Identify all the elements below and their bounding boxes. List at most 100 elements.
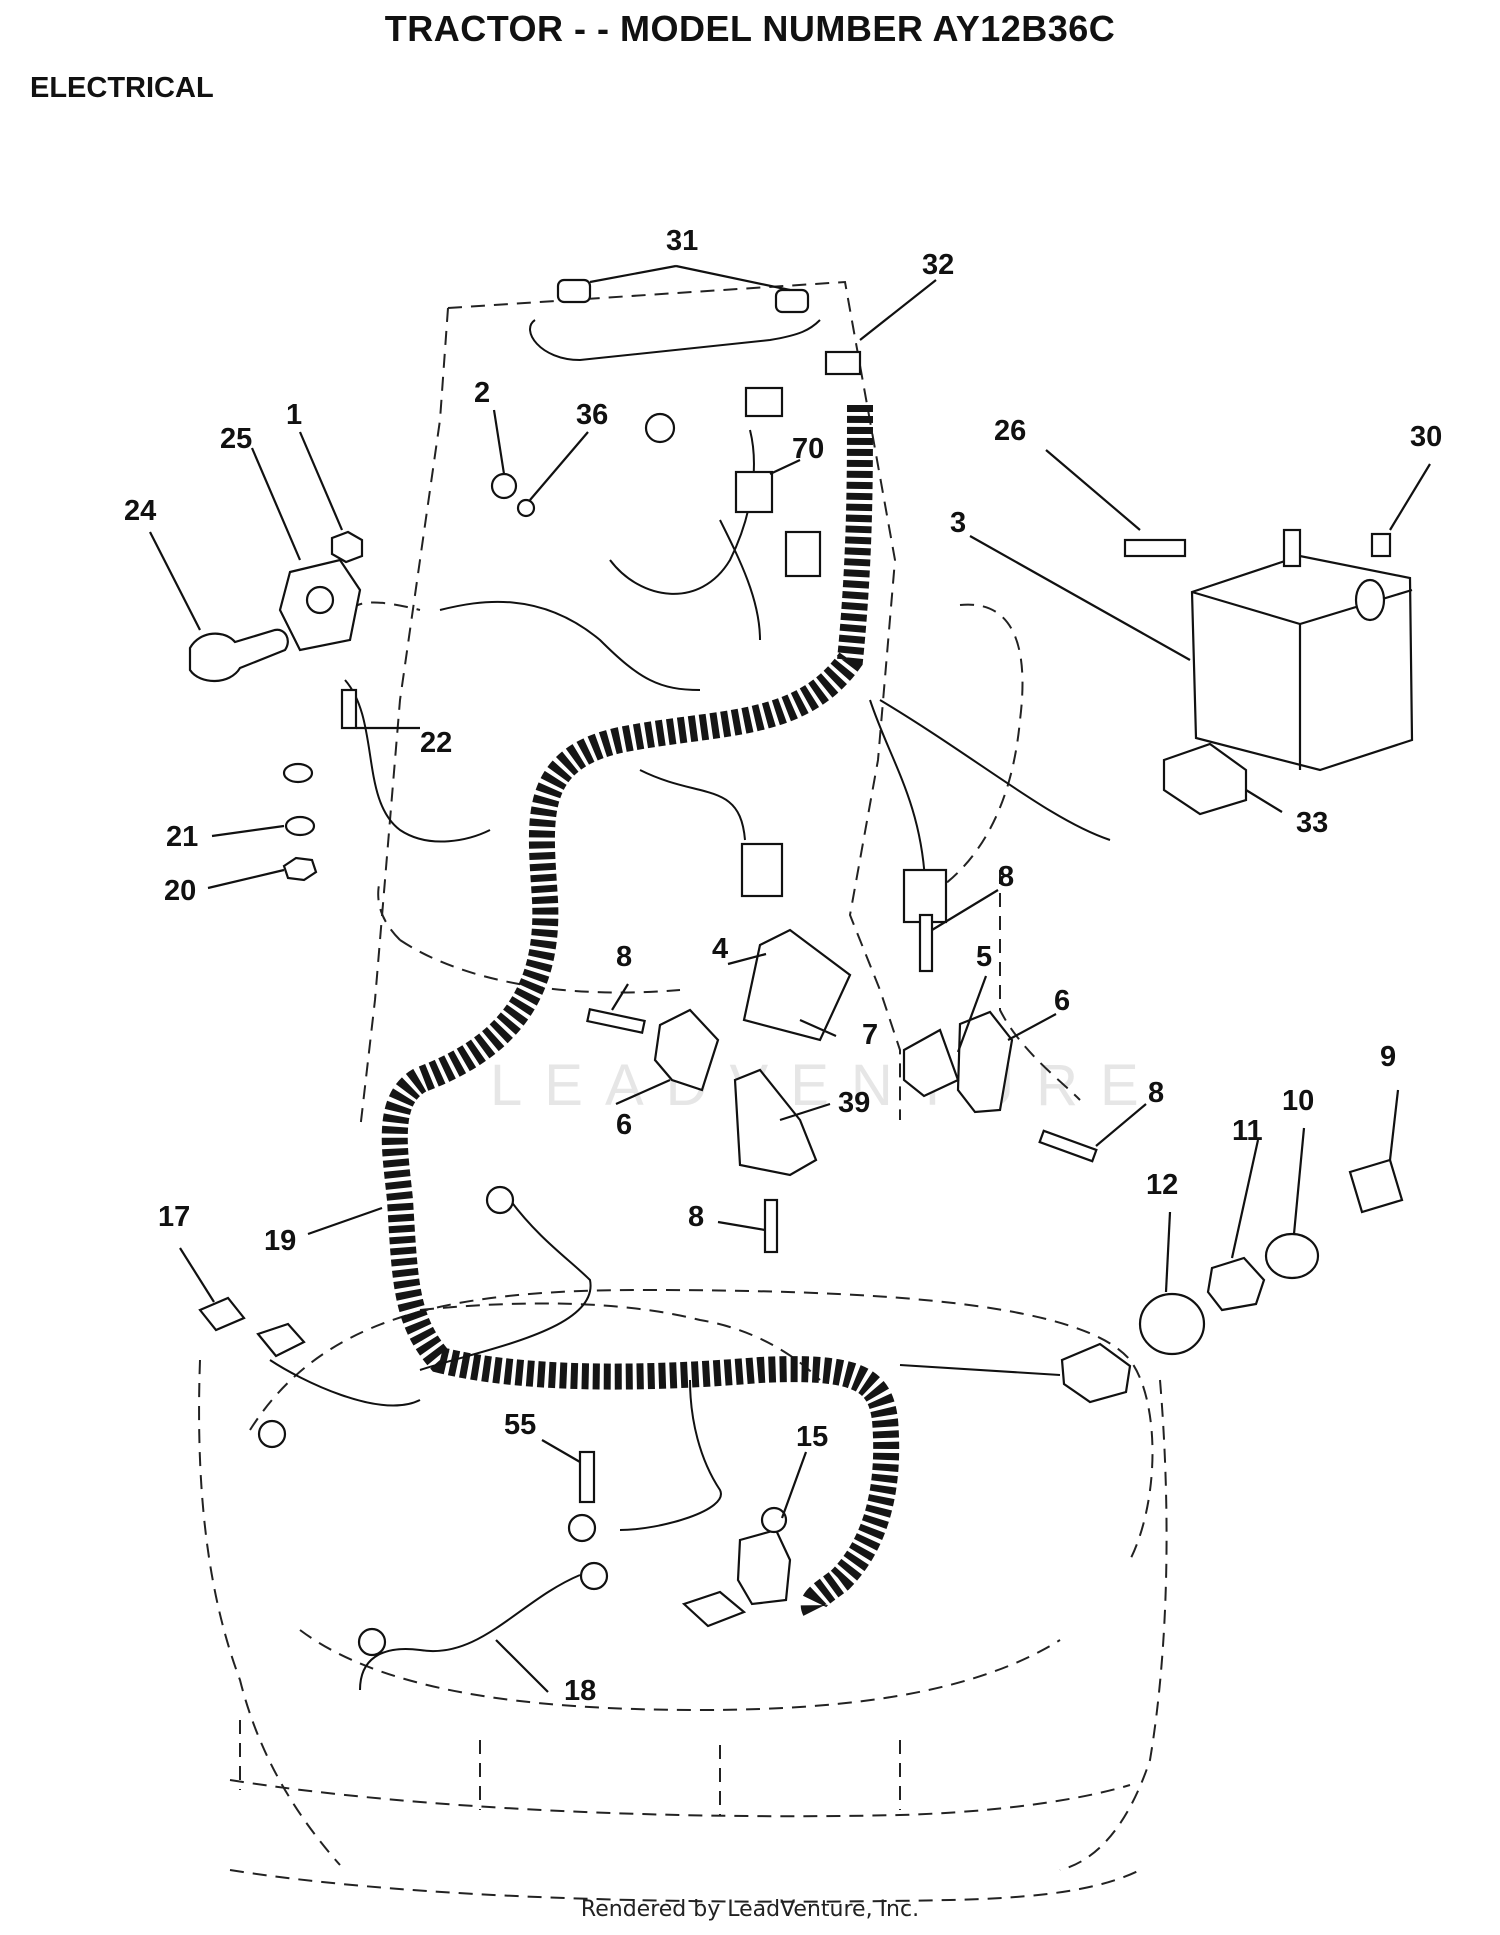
battery-bolt <box>1123 538 1187 558</box>
callout-30: 30 <box>1410 421 1442 453</box>
switch-bracket-5 <box>902 1028 960 1098</box>
wire-ground-lead <box>419 1199 592 1371</box>
callout-6-left: 6 <box>616 1109 632 1141</box>
fuse-holder-socket <box>256 1322 306 1358</box>
callout-20: 20 <box>164 875 196 907</box>
deck-outline-bottom <box>229 1779 1131 1818</box>
callout-25: 25 <box>220 423 252 455</box>
interlock-switch-left <box>653 1008 720 1092</box>
tractor-outline <box>198 280 1168 1903</box>
seat-switch-plunger <box>760 1506 788 1534</box>
ring-terminal-18-upper <box>579 1561 609 1591</box>
parts <box>188 278 1414 1657</box>
deck-outline-upper <box>249 1288 1154 1561</box>
seat-outline <box>419 1302 821 1381</box>
ring-terminal-19 <box>485 1185 515 1215</box>
callout-70: 70 <box>792 433 824 465</box>
bolt-8-left <box>586 1008 646 1034</box>
footer-credit: Rendered by LeadVenture, Inc. <box>580 1897 920 1922</box>
wire-left-lead <box>269 1359 421 1407</box>
callout-24: 24 <box>124 495 156 527</box>
deck-outline-right <box>1059 1379 1168 1871</box>
callout-1: 1 <box>286 399 302 431</box>
wire-ignition <box>899 1364 1061 1376</box>
callout-22: 22 <box>420 727 452 759</box>
deck-outline-base <box>229 1869 1141 1903</box>
lock-washer <box>284 815 316 837</box>
hood-outline-right <box>447 280 901 1120</box>
callout-11: 11 <box>1232 1115 1263 1147</box>
mounting-bracket-7 <box>742 928 852 1042</box>
callout-9: 9 <box>1380 1041 1396 1073</box>
callout-12: 12 <box>1146 1169 1178 1201</box>
callout-2: 2 <box>474 377 490 409</box>
headlight-bulb-right <box>774 288 810 314</box>
lock-washer-21 <box>282 762 314 784</box>
connector-right-module <box>902 868 948 924</box>
connector-upper-right <box>784 530 822 578</box>
callout-18: 18 <box>564 1675 596 1707</box>
callout-6-right: 6 <box>1054 985 1070 1017</box>
switch-cover-nut <box>1264 1232 1320 1280</box>
ignition-key <box>1348 1158 1404 1214</box>
callout-5: 5 <box>976 941 992 973</box>
callout-36: 36 <box>576 399 608 431</box>
fender-outline-right <box>999 870 1081 1101</box>
star-lockwasher <box>516 498 536 518</box>
callout-39: 39 <box>838 1087 870 1119</box>
terminal-boot <box>188 628 289 683</box>
callout-8-right: 8 <box>1148 1077 1164 1109</box>
deck-outline-ribs <box>239 1720 901 1815</box>
callout-4: 4 <box>712 933 728 965</box>
callout-55: 55 <box>504 1409 536 1441</box>
solenoid-screw <box>340 688 358 730</box>
connector-70-top <box>744 386 784 418</box>
callout-26: 26 <box>994 415 1026 447</box>
callout-15: 15 <box>796 1421 828 1453</box>
harness-coil <box>381 404 900 1616</box>
fuse-holder <box>198 1296 246 1332</box>
ring-terminal-55 <box>567 1513 597 1543</box>
wire-right-branch <box>879 699 1111 841</box>
callout-3: 3 <box>950 507 966 539</box>
ring-terminal-left <box>257 1419 287 1449</box>
hex-nut-1 <box>330 530 364 564</box>
interlock-switch-right <box>956 1010 1014 1114</box>
wire-upper-connectors <box>609 429 761 641</box>
connector-left-module <box>740 842 784 898</box>
page-title: TRACTOR - - MODEL NUMBER AY12B36C <box>384 8 1116 49</box>
rocker-switch <box>1162 742 1248 816</box>
battery-terminal-post-right <box>1354 578 1386 622</box>
seat-switch-connector <box>681 1590 747 1628</box>
hood-outline-left <box>359 307 449 1131</box>
connector-70 <box>734 470 774 514</box>
leader-lines <box>149 264 1431 1693</box>
coiled-wiring-harness <box>381 404 900 1616</box>
wire-solenoid-lead <box>439 600 701 691</box>
callout-7: 7 <box>862 1019 878 1051</box>
ground-ring-terminal <box>490 472 518 500</box>
callout-labels: 31 32 2 36 70 26 30 1 25 24 3 22 21 20 3… <box>124 225 1442 1707</box>
headlight-harness-plug <box>824 350 862 376</box>
deck-outline-left <box>198 1359 341 1866</box>
callout-8-left: 8 <box>616 941 632 973</box>
callout-21: 21 <box>166 821 198 853</box>
callout-33: 33 <box>1296 807 1328 839</box>
wire-battery-cable <box>344 679 491 843</box>
wire-seat-lead <box>619 1379 722 1531</box>
ground-bolt-55 <box>578 1450 596 1504</box>
callout-17: 17 <box>158 1201 190 1233</box>
mounting-bracket-39 <box>733 1068 818 1177</box>
callout-31: 31 <box>666 225 698 257</box>
battery-terminal-post <box>1282 528 1302 568</box>
ignition-switch <box>1138 1292 1206 1356</box>
callout-32: 32 <box>922 249 954 281</box>
watermark-text: LEADVENTURE <box>490 1053 1161 1118</box>
battery-nut <box>1370 532 1392 558</box>
callout-19: 19 <box>264 1225 296 1257</box>
callout-10: 10 <box>1282 1085 1314 1117</box>
headlight-bulb-left <box>556 278 592 304</box>
ring-terminal-18-lower <box>357 1627 387 1657</box>
seat-switch <box>736 1528 792 1606</box>
bolt-8-center <box>918 913 934 973</box>
